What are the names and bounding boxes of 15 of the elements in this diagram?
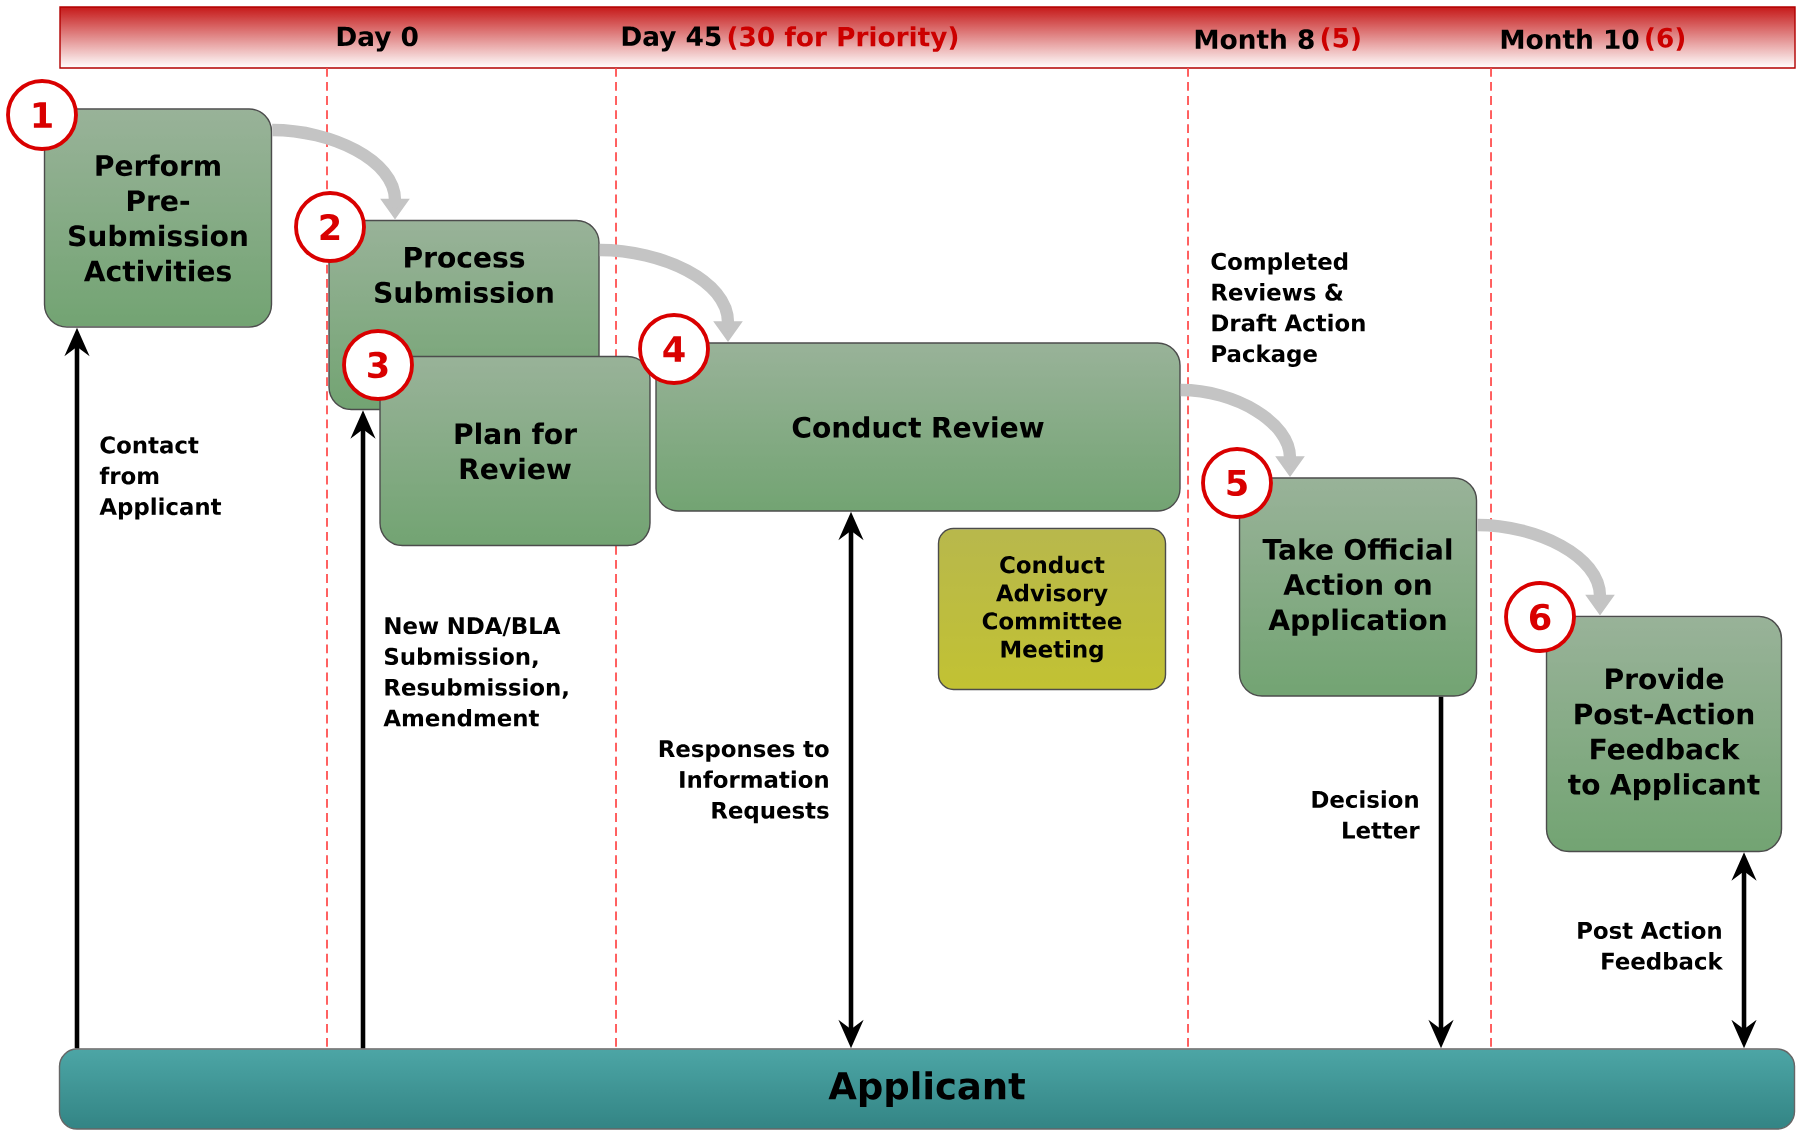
edge-label: Post Action Feedback <box>1578 921 1724 970</box>
header-label: Month 8 <box>1195 28 1314 50</box>
meeting-box: Conduct Advisory Committee Meeting <box>937 527 1167 691</box>
edge-label: Decision Letter <box>1312 790 1420 839</box>
edge-label: Completed Reviews & Draft Action Package <box>1211 252 1365 367</box>
edge-label: Contact from Applicant <box>99 436 222 520</box>
header-label: Day 0 <box>337 26 418 52</box>
edge-label: New NDA/BLA Submission, Resubmission, Amendment <box>383 617 568 727</box>
header-label: (6) <box>1646 27 1685 51</box>
applicant-band: Applicant <box>58 1048 1796 1130</box>
header-label: (5) <box>1321 27 1360 51</box>
header-label: Month 10 <box>1501 28 1639 50</box>
edge-label: Responses to Information Requests <box>659 740 829 824</box>
header-label: (30 for Priority) <box>728 26 958 52</box>
header-label: Day 45 <box>622 26 721 52</box>
